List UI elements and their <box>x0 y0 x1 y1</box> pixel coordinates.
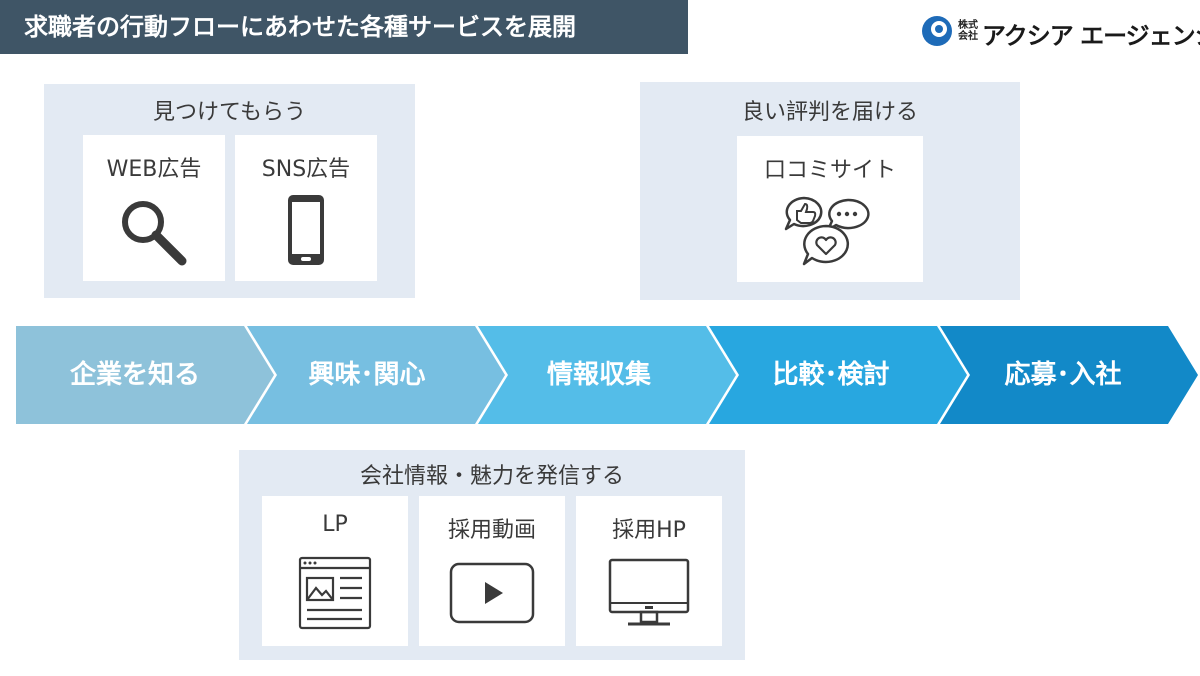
flow-step-4-label: 比較･検討 <box>772 360 890 390</box>
panel-company-info: 会社情報・魅力を発信する LP 採用動画 採用 <box>239 450 745 660</box>
company-logo: 株式会社 アクシア エージェンシー <box>920 12 1200 52</box>
video-play-icon <box>449 562 535 624</box>
flow-step-1-label: 企業を知る <box>69 360 200 390</box>
flow-step-5-label: 応募･入社 <box>1004 360 1122 390</box>
card-lp: LP <box>262 496 408 646</box>
card-label: 採用HP <box>612 518 686 543</box>
flow-step-5-arrow <box>940 326 1198 424</box>
flow-step-4-arrow <box>709 326 967 424</box>
card-sns-ad: SNS広告 <box>235 135 377 281</box>
card-recruit-video: 採用動画 <box>419 496 565 646</box>
logo-mark-icon <box>922 16 952 46</box>
smartphone-icon <box>288 195 324 265</box>
flow-step-2-arrow <box>247 326 505 424</box>
flow-step-2-label: 興味･関心 <box>308 360 426 390</box>
flow-step-3-arrow <box>478 326 736 424</box>
card-review-site: 口コミサイト <box>737 136 923 282</box>
card-label: 採用動画 <box>447 518 536 543</box>
panel-reputation: 良い評判を届ける 口コミサイト <box>640 82 1020 300</box>
card-web-ad: WEB広告 <box>83 135 225 281</box>
panel-title: 良い評判を届ける <box>741 100 918 125</box>
behavior-flow: 企業を知る 興味･関心 情報収集 比較･検討 応募･入社 <box>0 326 1200 424</box>
panel-title: 会社情報・魅力を発信する <box>359 464 624 489</box>
page-title: 求職者の行動フローにあわせた各種サービスを展開 <box>0 0 688 54</box>
webpage-icon <box>298 556 372 630</box>
logo-small-text: 株式会社 <box>958 20 978 42</box>
card-label: SNS広告 <box>261 157 351 182</box>
card-label: 口コミサイト <box>763 158 896 183</box>
logo-name: アクシア エージェンシー <box>982 22 1200 50</box>
flow-step-1-arrow <box>16 326 274 424</box>
panel-discover: 見つけてもらう WEB広告 SNS広告 <box>44 84 415 298</box>
monitor-icon <box>608 558 690 626</box>
flow-arrows <box>16 326 1198 424</box>
speech-bubbles-icon <box>784 196 870 266</box>
card-label: WEB広告 <box>106 157 202 182</box>
panel-title: 見つけてもらう <box>153 100 306 125</box>
card-recruit-hp: 採用HP <box>576 496 722 646</box>
magnifier-icon <box>122 201 187 266</box>
card-label: LP <box>322 512 348 537</box>
flow-step-3-label: 情報収集 <box>546 360 651 390</box>
